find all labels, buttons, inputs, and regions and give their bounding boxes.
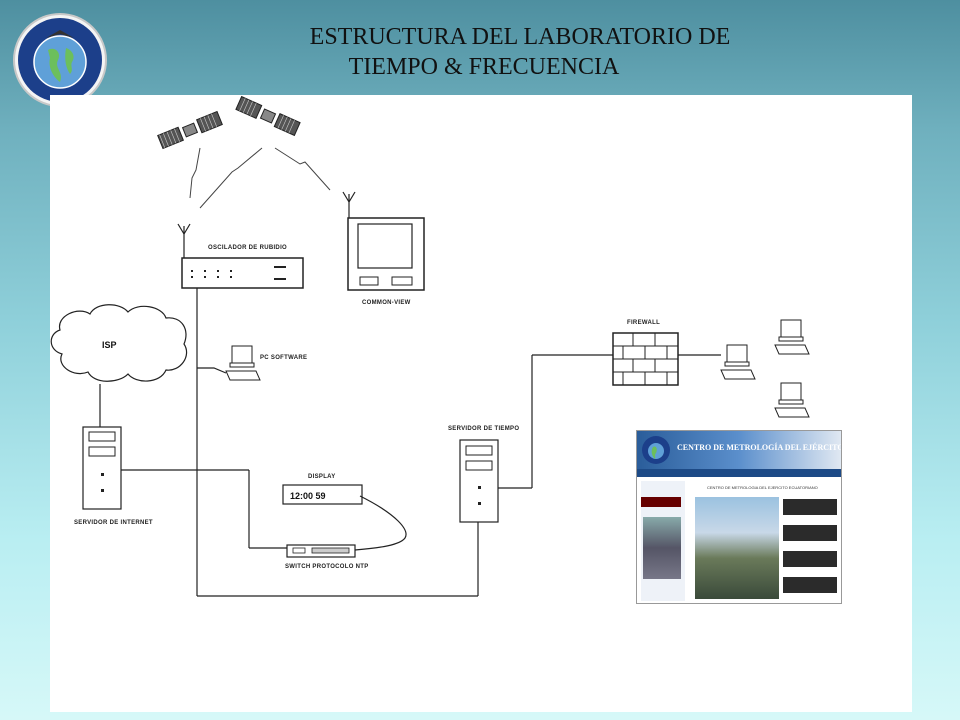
- satellite-right-icon: [235, 95, 301, 137]
- website-clock-widget: [641, 497, 681, 507]
- website-news-item: [783, 499, 837, 515]
- display-label: DISPLAY: [308, 474, 336, 480]
- time-server-tower: [459, 439, 499, 523]
- website-logo-icon: [642, 436, 670, 464]
- client-computer-1-icon: [720, 344, 756, 380]
- pc-software-label: PC SOFTWARE: [260, 355, 307, 361]
- website-photo-lab: [643, 517, 681, 579]
- client-computer-2-icon: [774, 319, 810, 355]
- satellite-left-icon: [157, 110, 223, 150]
- website-news-item: [783, 551, 837, 567]
- pc-software-computer-icon: [225, 345, 261, 381]
- common-view-label: COMMON-VIEW: [362, 300, 411, 306]
- ntp-switch: [286, 544, 356, 558]
- website-subtitle: CENTRO DE METROLOGIA DEL EJERCITO ECUATO…: [707, 485, 818, 490]
- website-screenshot: CENTRO DE METROLOGÍA DEL EJÉRCITO ECUATO…: [636, 430, 842, 604]
- website-news-item: [783, 525, 837, 541]
- antenna-common-view-icon: [342, 191, 356, 218]
- satellite-signal-lines: [189, 147, 331, 209]
- switch-label: SWITCH PROTOCOLO NTP: [285, 564, 369, 570]
- rubidium-oscillator: [181, 257, 304, 289]
- time-server-label: SERVIDOR DE TIEMPO: [448, 426, 519, 432]
- isp-cloud-icon: [50, 304, 188, 382]
- metrology-center-logo: [13, 13, 107, 107]
- oscillator-label: OSCILADOR DE RUBIDIO: [208, 245, 287, 251]
- isp-label: ISP: [102, 340, 117, 350]
- internet-server-tower: [82, 426, 122, 510]
- website-header-title: CENTRO DE METROLOGÍA DEL EJÉRCITO ECUATO…: [677, 443, 842, 452]
- website-news-item: [783, 577, 837, 593]
- display-time: 12:00 59: [290, 491, 326, 501]
- antenna-oscillator-icon: [177, 223, 191, 258]
- website-photo-group: [695, 497, 779, 599]
- firewall-icon: [612, 332, 679, 386]
- internet-server-label: SERVIDOR DE INTERNET: [74, 520, 153, 526]
- website-nav-bar: [637, 469, 841, 477]
- slide-title: ESTRUCTURA DEL LABORATORIO DE TIEMPO & F…: [0, 22, 960, 82]
- clock-display: 12:00 59: [282, 484, 363, 505]
- title-line-1: ESTRUCTURA DEL LABORATORIO DE: [309, 24, 731, 50]
- diagram-canvas: [50, 95, 912, 712]
- network-cables: [99, 288, 721, 597]
- common-view-receiver: [347, 217, 425, 291]
- website-header: CENTRO DE METROLOGÍA DEL EJÉRCITO ECUATO…: [637, 431, 841, 469]
- firewall-label: FIREWALL: [627, 320, 660, 326]
- title-line-2: TIEMPO & FRECUENCIA: [348, 54, 620, 80]
- client-computer-3-icon: [774, 382, 810, 418]
